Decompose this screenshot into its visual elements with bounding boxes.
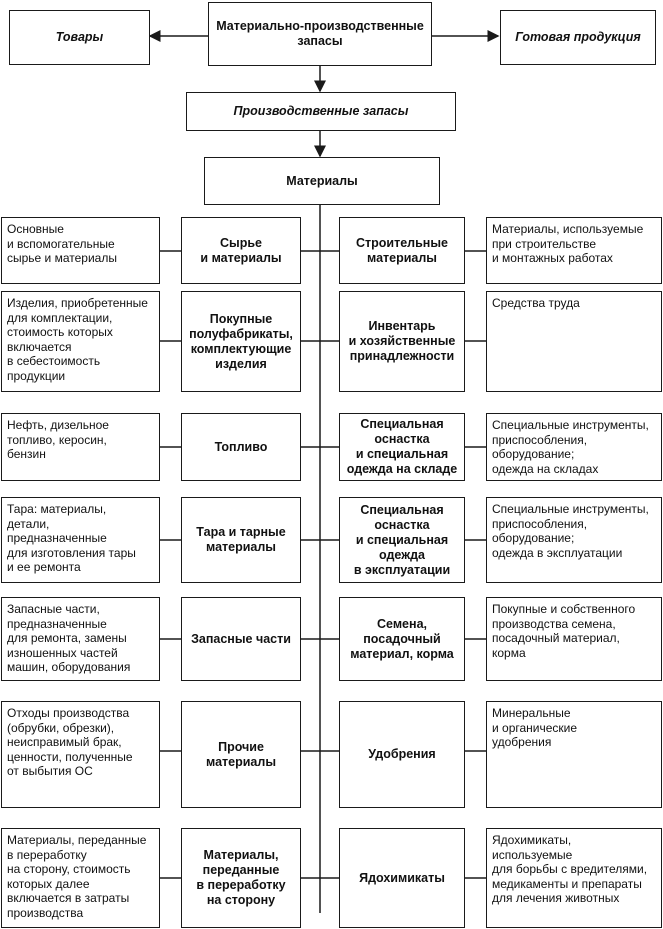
finished-goods-label: Готовая продукция [515, 30, 641, 44]
row5-right-desc: Покупные и собственного производства сем… [486, 597, 662, 681]
row1-right-desc: Материалы, используемые при строительств… [486, 217, 662, 284]
row7-right-desc: Ядохимикаты, используемые для борьбы с в… [486, 828, 662, 928]
row2-left-desc: Изделия, приобретенные для комплектации,… [1, 291, 160, 392]
row5-left-cat-label: Запасные части [191, 631, 291, 646]
row6-right-desc: Минеральные и органические удобрения [486, 701, 662, 808]
row7-left-desc: Материалы, переданные в переработку на с… [1, 828, 160, 928]
row4-left-desc: Тара: материалы, детали, предназначенные… [1, 497, 160, 583]
row1-right-cat: Строительные материалы [339, 217, 465, 284]
row7-right-cat-label: Ядохимикаты [359, 870, 445, 885]
materials-box: Материалы [204, 157, 440, 205]
row4-right-desc: Специальные инструменты, приспособления,… [486, 497, 662, 583]
row5-left-desc: Запасные части, предназначенные для ремо… [1, 597, 160, 681]
row2-right-cat-label: Инвентарь и хозяйственные принадлежности [348, 319, 456, 363]
row4-right-cat-label: Специальная оснастка и специальная одежд… [353, 502, 451, 577]
row5-right-cat: Семена, посадочный материал, корма [339, 597, 465, 681]
row2-left-cat: Покупные полуфабрикаты, комплектующие из… [181, 291, 301, 392]
row6-left-cat: Прочие материалы [181, 701, 301, 808]
row2-right-cat: Инвентарь и хозяйственные принадлежности [339, 291, 465, 392]
row3-left-cat: Топливо [181, 413, 301, 481]
mpz-label: Материально-производственные запасы [216, 19, 424, 48]
row7-right-cat: Ядохимикаты [339, 828, 465, 928]
row1-left-cat: Сырье и материалы [181, 217, 301, 284]
materials-label: Материалы [286, 173, 358, 188]
row7-left-cat-label: Материалы, переданные в переработку на с… [196, 848, 286, 907]
row2-right-desc: Средства труда [486, 291, 662, 392]
goods-label: Товары [55, 30, 104, 44]
row4-right-cat: Специальная оснастка и специальная одежд… [339, 497, 465, 583]
row6-right-cat: Удобрения [339, 701, 465, 808]
mpz-box: Материально-производственные запасы [208, 2, 432, 66]
row6-left-cat-label: Прочие материалы [206, 739, 276, 769]
production-stocks-box: Производственные запасы [186, 92, 456, 131]
row1-right-cat-label: Строительные материалы [356, 235, 448, 265]
production-stocks-label: Производственные запасы [233, 104, 409, 118]
finished-goods-box: Готовая продукция [500, 10, 656, 65]
row4-left-cat-label: Тара и тарные материалы [196, 525, 286, 554]
row4-left-cat: Тара и тарные материалы [181, 497, 301, 583]
row5-left-cat: Запасные части [181, 597, 301, 681]
row3-right-cat: Специальная оснастка и специальная одежд… [339, 413, 465, 481]
row5-right-cat-label: Семена, посадочный материал, корма [350, 616, 454, 661]
row3-right-desc: Специальные инструменты, приспособления,… [486, 413, 662, 481]
row1-left-desc: Основные и вспомогательные сырье и матер… [1, 217, 160, 284]
row6-left-desc: Отходы производства (обрубки, обрезки), … [1, 701, 160, 808]
row1-left-cat-label: Сырье и материалы [200, 235, 282, 265]
row6-right-cat-label: Удобрения [368, 747, 436, 761]
row3-left-cat-label: Топливо [214, 439, 268, 454]
row7-left-cat: Материалы, переданные в переработку на с… [181, 828, 301, 928]
row2-left-cat-label: Покупные полуфабрикаты, комплектующие из… [189, 311, 293, 371]
row3-left-desc: Нефть, дизельное топливо, керосин, бензи… [1, 413, 160, 481]
goods-box: Товары [9, 10, 150, 65]
row3-right-cat-label: Специальная оснастка и специальная одежд… [346, 417, 458, 476]
